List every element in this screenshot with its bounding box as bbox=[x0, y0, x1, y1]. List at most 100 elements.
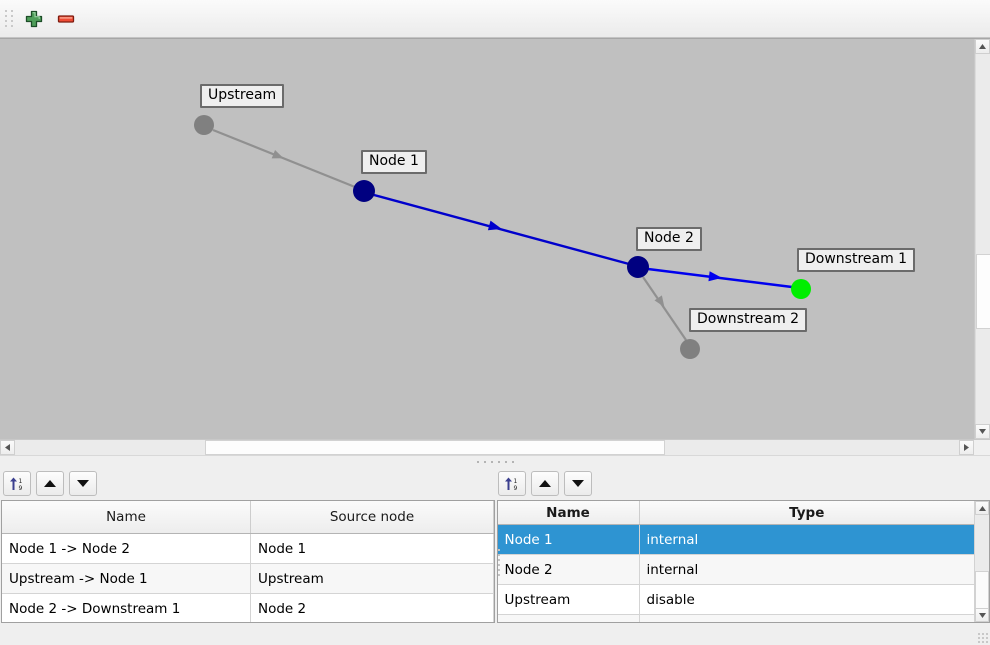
nodes-button-bar: 1 9 bbox=[494, 467, 990, 500]
toolbar bbox=[0, 0, 990, 38]
nodes-move-down-button[interactable] bbox=[563, 471, 592, 496]
graph-edge-upstream-node1[interactable] bbox=[212, 128, 356, 189]
connections-move-up-button[interactable] bbox=[36, 471, 64, 496]
nodes-cell[interactable]: Upstream bbox=[497, 584, 640, 615]
node-label-node1[interactable]: Node 1 bbox=[361, 150, 427, 174]
edge-arrowhead-node1-node2 bbox=[487, 220, 502, 231]
connections-move-down-button[interactable] bbox=[69, 471, 97, 496]
horizontal-splitter[interactable] bbox=[0, 455, 990, 467]
nodes-cell[interactable]: Node 2 bbox=[497, 554, 640, 585]
triangle-down-icon bbox=[77, 480, 89, 487]
connections-button-bar: 1 9 bbox=[0, 467, 495, 500]
canvas-vscroll-track[interactable] bbox=[975, 54, 990, 424]
scrollbar-corner bbox=[974, 440, 990, 455]
nodes-cell[interactable]: internal bbox=[639, 524, 974, 555]
nodes-cell[interactable]: internal bbox=[639, 554, 974, 585]
triangle-up-icon bbox=[979, 44, 986, 49]
canvas-hscroll-track[interactable] bbox=[15, 440, 959, 455]
connections-header-name[interactable]: Name bbox=[2, 501, 251, 534]
nodes-header-name[interactable]: Name bbox=[497, 501, 640, 525]
scroll-down-button[interactable] bbox=[975, 424, 990, 439]
nodes-cell[interactable]: Downstream 1 bbox=[497, 614, 640, 622]
nodes-cell[interactable]: downstream bbox=[639, 614, 974, 622]
connections-cell[interactable]: Node 2 -> Downstream 1 bbox=[2, 593, 251, 622]
connections-sort-button[interactable]: 1 9 bbox=[3, 471, 31, 496]
nodes-move-up-button[interactable] bbox=[530, 471, 559, 496]
sort-ascending-icon: 1 9 bbox=[504, 477, 517, 492]
scroll-left-button[interactable] bbox=[0, 440, 15, 455]
add-button[interactable] bbox=[21, 6, 47, 32]
scroll-up-button[interactable] bbox=[975, 39, 990, 54]
nodes-header-type[interactable]: Type bbox=[639, 501, 974, 525]
scroll-right-button[interactable] bbox=[959, 440, 974, 455]
triangle-left-icon bbox=[5, 444, 10, 451]
edge-arrowhead-node2-downstream1 bbox=[708, 271, 722, 282]
pane-resize-grip[interactable] bbox=[497, 548, 501, 576]
connections-cell[interactable]: Upstream bbox=[250, 563, 494, 594]
nodes-layer bbox=[194, 115, 811, 359]
triangle-down-icon bbox=[571, 480, 584, 487]
canvas-vscroll-thumb[interactable] bbox=[976, 254, 990, 329]
splitter-handle-dots bbox=[476, 460, 514, 463]
svg-text:9: 9 bbox=[513, 485, 517, 492]
connections-cell[interactable]: Node 2 bbox=[250, 593, 494, 622]
canvas-vertical-scrollbar[interactable] bbox=[974, 39, 990, 439]
sort-ascending-icon: 1 9 bbox=[10, 477, 23, 492]
graph-node-downstream1[interactable] bbox=[791, 279, 811, 299]
triangle-right-icon bbox=[964, 444, 969, 451]
nodes-cell[interactable]: disable bbox=[639, 584, 974, 615]
graph-edge-node1-node2[interactable] bbox=[373, 193, 630, 266]
nodes-cell[interactable]: Node 1 bbox=[497, 524, 640, 555]
canvas-hscroll-thumb[interactable] bbox=[205, 440, 665, 455]
nodes-scroll-down-button[interactable] bbox=[975, 608, 989, 622]
nodes-sort-button[interactable]: 1 9 bbox=[497, 471, 526, 496]
svg-text:1: 1 bbox=[513, 478, 517, 485]
connections-cell[interactable]: Node 1 bbox=[250, 533, 494, 564]
triangle-up-icon bbox=[978, 505, 986, 511]
node-label-downstream2[interactable]: Downstream 2 bbox=[689, 308, 808, 332]
remove-button[interactable] bbox=[53, 6, 79, 32]
connections-header-source-node[interactable]: Source node bbox=[250, 501, 494, 534]
nodes-scroll-up-button[interactable] bbox=[975, 501, 989, 515]
status-bar bbox=[0, 623, 990, 645]
connections-cell[interactable]: Node 1 -> Node 2 bbox=[2, 533, 251, 564]
toolbar-drag-handle[interactable] bbox=[4, 8, 14, 30]
plus-icon bbox=[25, 10, 43, 27]
graph-node-node2[interactable] bbox=[627, 256, 649, 278]
nodes-table-scrollbar[interactable] bbox=[974, 501, 989, 622]
edge-arrowhead-node2-downstream2 bbox=[654, 295, 665, 307]
canvas-horizontal-scrollbar[interactable] bbox=[0, 439, 990, 455]
triangle-down-icon bbox=[979, 429, 986, 434]
node-label-node2[interactable]: Node 2 bbox=[636, 227, 702, 251]
triangle-down-icon bbox=[978, 612, 986, 618]
window-resize-grip[interactable] bbox=[978, 633, 988, 643]
graph-node-upstream[interactable] bbox=[194, 115, 214, 135]
graph-node-node1[interactable] bbox=[353, 180, 375, 202]
nodes-row[interactable]: Downstream 1downstream bbox=[497, 614, 974, 622]
edge-arrowhead-upstream-node1 bbox=[271, 149, 284, 159]
connections-cell[interactable]: Upstream -> Node 1 bbox=[2, 563, 251, 594]
graph-edge-node2-downstream2[interactable] bbox=[642, 276, 687, 341]
node-label-downstream1[interactable]: Downstream 1 bbox=[797, 248, 916, 272]
graph-node-downstream2[interactable] bbox=[680, 339, 700, 359]
svg-text:9: 9 bbox=[19, 485, 23, 492]
node-label-upstream[interactable]: Upstream bbox=[200, 84, 285, 108]
